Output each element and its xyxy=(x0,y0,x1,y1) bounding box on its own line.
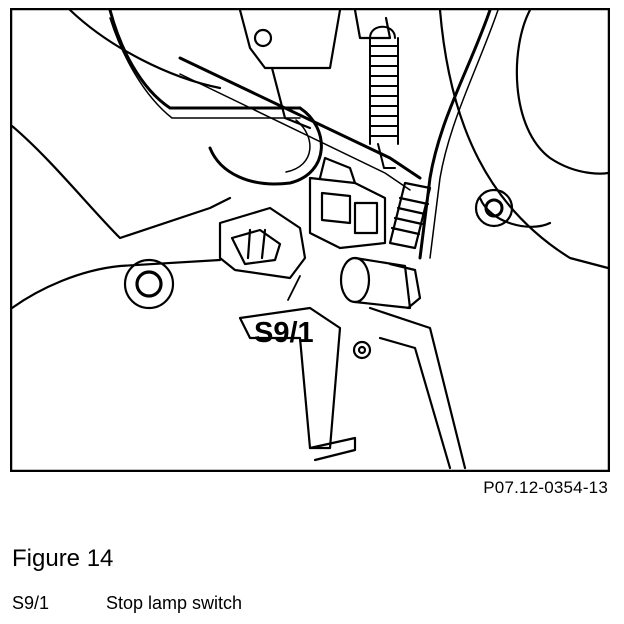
switch-connector xyxy=(218,206,307,280)
cable-threaded-end xyxy=(388,181,432,250)
stop-lamp-switch-body xyxy=(308,156,387,250)
pedal-assembly-illustration: S9/1 xyxy=(10,8,610,472)
grommet-left xyxy=(123,258,175,310)
callout-label: S9/1 xyxy=(254,317,314,349)
right-support-rail xyxy=(368,306,467,470)
right-body-panel xyxy=(438,8,610,270)
left-body-panel xyxy=(10,124,232,240)
legend-description: Stop lamp switch xyxy=(106,593,243,613)
legend-code: S9/1 xyxy=(12,593,50,613)
pedal-lever xyxy=(178,56,422,180)
legend-row: S9/1 Stop lamp switch xyxy=(12,593,242,614)
figure-title: Figure 14 xyxy=(12,545,114,572)
return-spring xyxy=(369,25,399,169)
illustration-frame xyxy=(10,8,610,472)
figure-reference-code: P07.12-0354-13 xyxy=(483,478,608,497)
loop-cable xyxy=(208,106,323,186)
switch-plunger xyxy=(339,256,422,310)
grommet-right xyxy=(474,188,514,228)
pedal-arm xyxy=(238,306,342,450)
upper-cable xyxy=(108,8,302,110)
upper-bracket xyxy=(238,8,342,70)
callout-leader xyxy=(287,275,301,301)
throttle-cable xyxy=(418,8,492,260)
